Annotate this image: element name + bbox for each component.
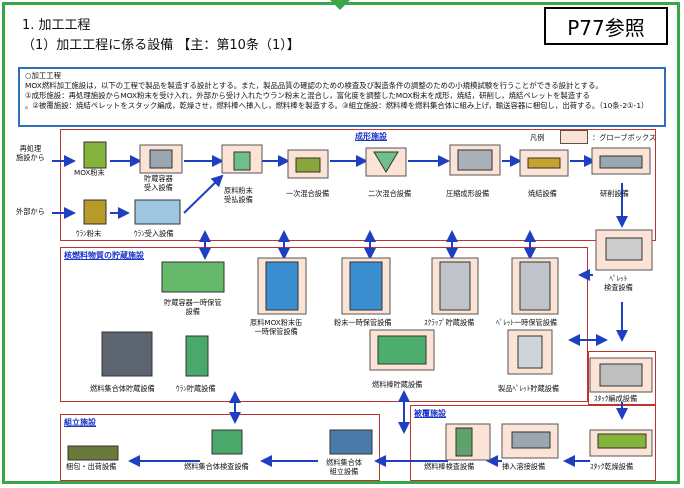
page-title: 1. 加工工程	[22, 18, 91, 33]
primary-mixing-label: 一次混合設備	[286, 189, 330, 198]
frame-notch	[330, 0, 350, 10]
storage-receiving-label: 貯蔵容器 受入設備	[144, 174, 173, 192]
assembly-assembling-label: 燃料集合体 組立設備	[326, 458, 362, 476]
legend-glovebox-text: ：グローブボックス	[592, 133, 657, 142]
storage-section-box	[60, 247, 588, 402]
stack-formation-label: ｽﾀｯｸ編成設備	[594, 394, 638, 403]
rod-inspection-label: 燃料棒検査設備	[424, 462, 475, 471]
storage-section-title: 核燃料物質の貯蔵施設	[64, 251, 144, 260]
description-line-3: 。②被覆施設：焼結ペレットをスタック編成，乾燥させ，燃料棒へ挿入し，燃料棒を製造…	[25, 101, 649, 110]
uranium-powder-label: ｳﾗﾝ粉末	[76, 229, 102, 238]
stack-drying-label: ｽﾀｯｸ乾燥設備	[590, 462, 634, 471]
source-external-label: 外部から	[16, 207, 45, 216]
scrap-storage-label: ｽｸﾗｯﾌﾟ貯蔵設備	[424, 318, 475, 327]
rod-storage-label: 燃料棒貯蔵設備	[372, 380, 423, 389]
description-box: ○加工工程 MOX燃料加工施設は，以下の工程で製品を製造する設計とする。また，製…	[18, 67, 666, 127]
forming-section-box	[60, 129, 656, 241]
container-temp-storage-label: 貯蔵容器一時保管 設備	[164, 298, 222, 316]
secondary-mixing-label: 二次混合設備	[368, 189, 412, 198]
raw-powder-receiving-label: 原料粉末 受払設備	[224, 186, 253, 204]
powder-temp-storage-label: 粉末一時保管設備	[334, 318, 392, 327]
source-reprocessing-label: 再処理 施設から	[16, 144, 45, 162]
cladding-section-title: 被覆施設	[414, 409, 446, 418]
uranium-storage-label: ｳﾗﾝ貯蔵設備	[176, 384, 216, 393]
assembly-inspection-label: 燃料集合体検査設備	[184, 462, 249, 471]
assembly-storage-label: 燃料集合体貯蔵設備	[90, 384, 155, 393]
forming-section-title: 成形施設	[355, 132, 387, 141]
pellet-temp-storage-label: ﾍﾟﾚｯﾄ一時保管設備	[496, 318, 558, 327]
insertion-welding-label: 挿入溶接設備	[502, 462, 546, 471]
legend-glovebox-swatch	[560, 130, 588, 144]
pellet-inspection-label: ﾍﾟﾚｯﾄ 検査設備	[604, 274, 633, 292]
mox-powder-label: MOX粉末	[74, 168, 105, 177]
sintering-label: 焼結設備	[528, 189, 557, 198]
uranium-receiving-label: ｳﾗﾝ受入設備	[134, 229, 174, 238]
packing-shipping-label: 梱包・出荷設備	[66, 462, 117, 471]
product-pellet-storage-label: 製品ﾍﾟﾚｯﾄ貯蔵設備	[498, 384, 560, 393]
grinding-label: 研削設備	[600, 189, 629, 198]
description-line-1: MOX燃料加工施設は，以下の工程で製品を製造する設計とする。また，製品品質の確認…	[25, 81, 603, 90]
raw-mox-can-storage-label: 原料MOX粉末缶 一時保管設備	[250, 318, 303, 336]
description-heading: ○加工工程	[25, 71, 62, 80]
page-subtitle: （1）加工工程に係る設備 【主：第10条（1）】	[22, 38, 300, 53]
assembly-section-box	[60, 414, 380, 481]
compacting-label: 圧縮成形設備	[446, 189, 490, 198]
description-line-2: ①成形施設：再処理施設からMOX粉末を受け入れ，外部から受け入れたウラン粉末と混…	[25, 91, 590, 100]
assembly-section-title: 組立施設	[64, 418, 96, 427]
legend-label: 凡例	[530, 133, 545, 142]
page-reference-badge: P77参照	[544, 7, 668, 45]
cladding-section-box	[410, 405, 656, 481]
